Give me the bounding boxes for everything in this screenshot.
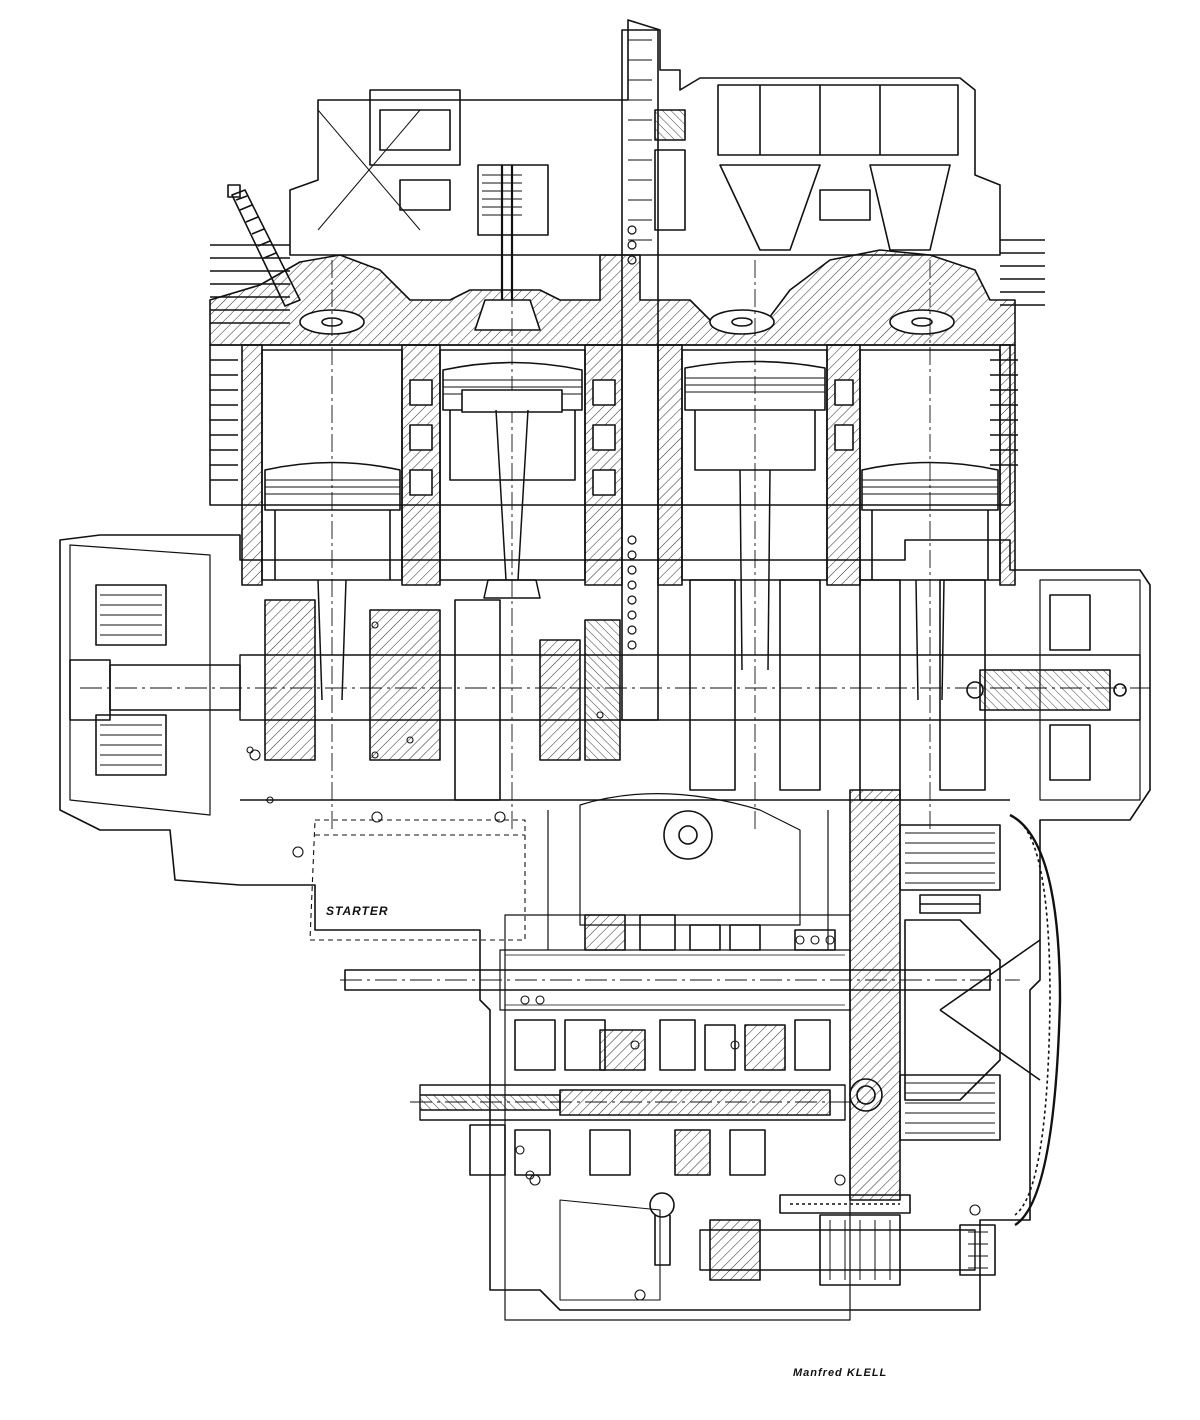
starter-label: STARTER <box>326 904 389 918</box>
balancer-and-clutch <box>547 789 1062 1227</box>
cylinder-head <box>209 19 1045 346</box>
bolts <box>249 749 981 1301</box>
gearbox <box>340 914 1020 1321</box>
pistons <box>264 360 999 580</box>
cylinder-block <box>209 260 1018 830</box>
shift-mechanism <box>559 1192 996 1301</box>
connecting-rods <box>317 409 945 701</box>
author-credit: Manfred KLELL <box>793 1367 888 1379</box>
starter-outline <box>309 819 526 941</box>
crankcase <box>59 534 1151 1311</box>
